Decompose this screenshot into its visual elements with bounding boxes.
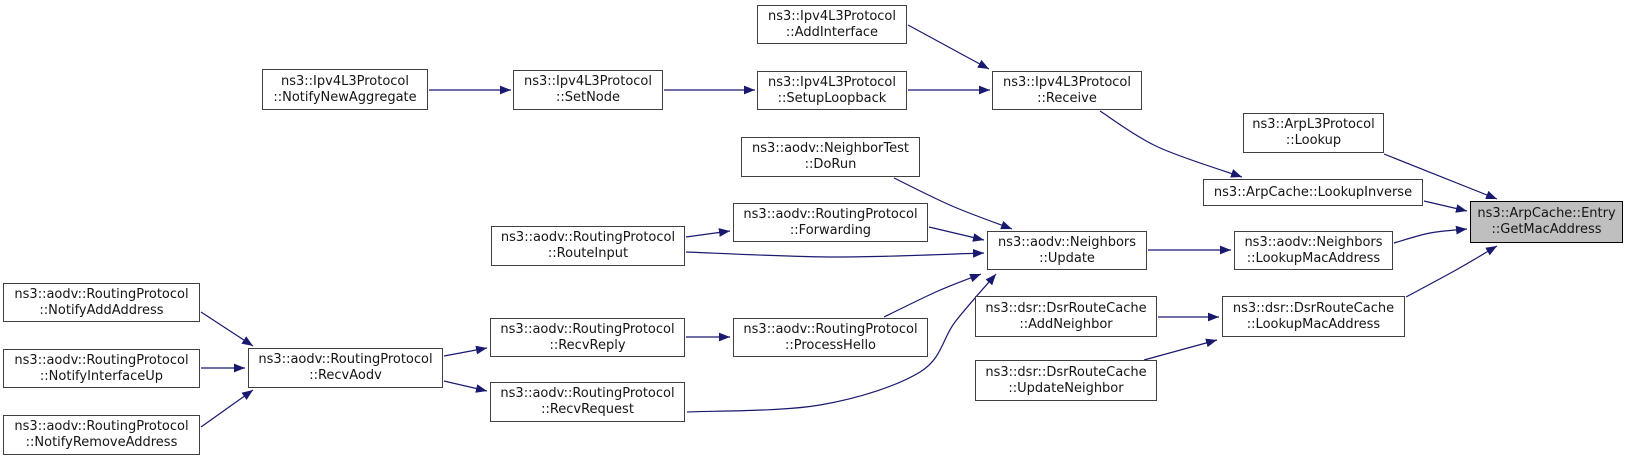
graph-node-label: ::Update (1039, 250, 1095, 266)
graph-node-label: ns3::aodv::Neighbors (1244, 234, 1383, 250)
graph-node-label: ns3::Ipv4L3Protocol (768, 74, 896, 90)
graph-node-dsr-update-neighbor[interactable]: ns3::dsr::DsrRouteCache::UpdateNeighbor (975, 360, 1157, 401)
graph-node-label: ns3::ArpCache::LookupInverse (1213, 184, 1413, 200)
graph-node-label: ns3::aodv::RoutingProtocol (14, 286, 189, 302)
graph-node-label: ns3::Ipv4L3Protocol (281, 73, 409, 89)
graph-node-label: ns3::aodv::RoutingProtocol (14, 352, 189, 368)
graph-node-label: ::NotifyRemoveAddress (25, 435, 178, 450)
call-edge-aodv-route-input-to-aodv-neighbors-update (685, 248, 985, 258)
graph-node-ipv4-add-interface[interactable]: ns3::Ipv4L3Protocol::AddInterface (757, 5, 907, 44)
graph-node-aodv-notify-interface-up[interactable]: ns3::aodv::RoutingProtocol::NotifyInterf… (3, 349, 200, 388)
call-edge-aodv-neighbor-test-dorun-to-aodv-neighbors-update (893, 177, 1013, 230)
graph-node-label: ::Receive (1037, 90, 1097, 106)
call-edge-aodv-recv-aodv-to-aodv-recv-request (443, 380, 488, 393)
graph-node-aodv-recv-reply[interactable]: ns3::aodv::RoutingProtocol::RecvReply (490, 318, 685, 357)
call-edge-aodv-notify-add-address-to-aodv-recv-aodv (200, 311, 254, 347)
graph-node-label: ns3::dsr::DsrRouteCache (1232, 300, 1395, 316)
graph-node-label: ::SetupLoopback (777, 90, 887, 106)
graph-node-label: ns3::Ipv4L3Protocol (768, 8, 896, 24)
graph-node-ipv4-setup-loopback[interactable]: ns3::Ipv4L3Protocol::SetupLoopback (757, 71, 907, 110)
graph-node-arp-l3-lookup[interactable]: ns3::ArpL3Protocol::Lookup (1243, 113, 1384, 153)
graph-node-label: ::SetNode (555, 90, 621, 105)
call-edge-arp-l3-lookup-to-arpcache-entry-get-mac-address (1383, 153, 1498, 200)
graph-node-label: ns3::aodv::Neighbors (997, 234, 1137, 250)
graph-node-label: ::Forwarding (789, 222, 872, 238)
graph-node-label: ns3::aodv::RoutingProtocol (500, 321, 675, 337)
graph-node-label: ::NotifyAddAddress (39, 302, 164, 318)
graph-node-label: ns3::Ipv4L3Protocol (1003, 74, 1131, 90)
graph-node-label: ::GetMacAddress (1491, 222, 1602, 237)
graph-node-label: ns3::aodv::RoutingProtocol (14, 419, 189, 434)
graph-node-label: ns3::dsr::DsrRouteCache (985, 300, 1147, 316)
graph-node-arp-lookup-inverse[interactable]: ns3::ArpCache::LookupInverse (1203, 179, 1423, 206)
graph-node-aodv-neighbors-lookup-mac-address[interactable]: ns3::aodv::Neighbors::LookupMacAddress (1234, 231, 1393, 270)
graph-node-label: ::AddNeighbor (1019, 316, 1113, 332)
graph-node-label: ns3::Ipv4L3Protocol (524, 74, 652, 89)
graph-node-label: ns3::ArpL3Protocol (1252, 117, 1375, 132)
graph-node-label: ::Lookup (1285, 133, 1342, 148)
graph-node-label: ns3::ArpCache::Entry (1477, 206, 1616, 221)
graph-node-label: ns3::aodv::RoutingProtocol (743, 206, 918, 222)
graph-node-ipv4-notify-new-aggregate[interactable]: ns3::Ipv4L3Protocol::NotifyNewAggregate (262, 69, 428, 110)
graph-node-label: ns3::aodv::NeighborTest (752, 141, 909, 156)
graph-node-label: ::RecvRequest (541, 402, 634, 417)
graph-node-aodv-neighbors-update[interactable]: ns3::aodv::Neighbors::Update (987, 231, 1147, 270)
graph-node-label: ::NotifyInterfaceUp (39, 368, 164, 384)
call-edge-aodv-route-input-to-aodv-forwarding (685, 228, 731, 238)
graph-node-aodv-notify-remove-address[interactable]: ns3::aodv::RoutingProtocol::NotifyRemove… (3, 415, 200, 455)
graph-node-label: ::RouteInput (547, 246, 629, 261)
graph-node-aodv-process-hello[interactable]: ns3::aodv::RoutingProtocol::ProcessHello (733, 318, 928, 357)
graph-node-aodv-route-input[interactable]: ns3::aodv::RoutingProtocol::RouteInput (491, 226, 685, 266)
call-edge-aodv-recv-aodv-to-aodv-recv-reply (443, 345, 488, 357)
graph-node-label: ns3::aodv::RoutingProtocol (258, 352, 433, 367)
graph-node-label: ns3::aodv::RoutingProtocol (500, 386, 675, 401)
call-edge-aodv-neighbors-lookup-mac-address-to-arpcache-entry-get-mac-address (1393, 225, 1468, 244)
graph-node-aodv-recv-aodv[interactable]: ns3::aodv::RoutingProtocol::RecvAodv (248, 348, 443, 388)
call-edge-aodv-notify-remove-address-to-aodv-recv-aodv (200, 389, 254, 428)
call-edge-arp-lookup-inverse-to-arpcache-entry-get-mac-address (1423, 200, 1468, 213)
graph-node-label: ::LookupMacAddress (1246, 316, 1381, 332)
graph-node-label: ::AddInterface (785, 24, 879, 40)
graph-node-arpcache-entry-get-mac-address[interactable]: ns3::ArpCache::Entry::GetMacAddress (1470, 201, 1623, 243)
graph-node-label: ::UpdateNeighbor (1008, 380, 1124, 396)
graph-node-label: ::DoRun (804, 157, 857, 172)
graph-node-label: ::RecvReply (549, 337, 626, 353)
graph-node-label: ::NotifyNewAggregate (273, 89, 417, 105)
graph-node-aodv-notify-add-address[interactable]: ns3::aodv::RoutingProtocol::NotifyAddAdd… (3, 283, 200, 322)
graph-node-label: ns3::aodv::RoutingProtocol (743, 321, 918, 337)
call-edge-dsr-lookup-mac-address-to-arpcache-entry-get-mac-address (1405, 245, 1498, 298)
graph-node-label: ns3::dsr::DsrRouteCache (985, 364, 1147, 380)
graph-node-dsr-add-neighbor[interactable]: ns3::dsr::DsrRouteCache::AddNeighbor (975, 296, 1157, 337)
graph-node-aodv-recv-request[interactable]: ns3::aodv::RoutingProtocol::RecvRequest (490, 382, 685, 422)
call-edge-aodv-forwarding-to-aodv-neighbors-update (928, 226, 985, 242)
graph-node-ipv4-set-node[interactable]: ns3::Ipv4L3Protocol::SetNode (513, 70, 663, 110)
call-edge-ipv4-add-interface-to-ipv4-receive (907, 24, 990, 70)
graph-node-aodv-neighbor-test-dorun[interactable]: ns3::aodv::NeighborTest::DoRun (741, 137, 920, 177)
call-edge-dsr-update-neighbor-to-dsr-lookup-mac-address (1143, 338, 1218, 361)
graph-node-label: ::LookupMacAddress (1246, 250, 1381, 266)
graph-node-label: ns3::aodv::RoutingProtocol (500, 230, 676, 245)
graph-node-label: ::RecvAodv (309, 368, 382, 383)
graph-node-label: ::ProcessHello (784, 337, 877, 353)
call-edge-aodv-process-hello-to-aodv-neighbors-update (883, 273, 982, 318)
call-edge-aodv-recv-request-to-aodv-neighbors-update (686, 273, 997, 413)
graph-node-aodv-forwarding[interactable]: ns3::aodv::RoutingProtocol::Forwarding (733, 203, 928, 242)
call-edge-ipv4-receive-to-arp-lookup-inverse (1099, 110, 1243, 178)
graph-node-ipv4-receive[interactable]: ns3::Ipv4L3Protocol::Receive (992, 71, 1142, 110)
graph-node-dsr-lookup-mac-address[interactable]: ns3::dsr::DsrRouteCache::LookupMacAddres… (1222, 296, 1405, 337)
